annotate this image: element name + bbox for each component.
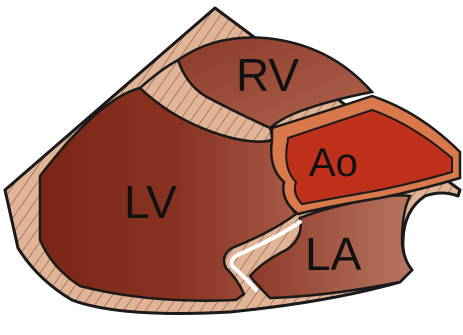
label-ao: Ao	[309, 141, 358, 185]
label-rv: RV	[236, 49, 299, 101]
label-la: LA	[305, 228, 362, 280]
label-lv: LV	[124, 176, 177, 228]
